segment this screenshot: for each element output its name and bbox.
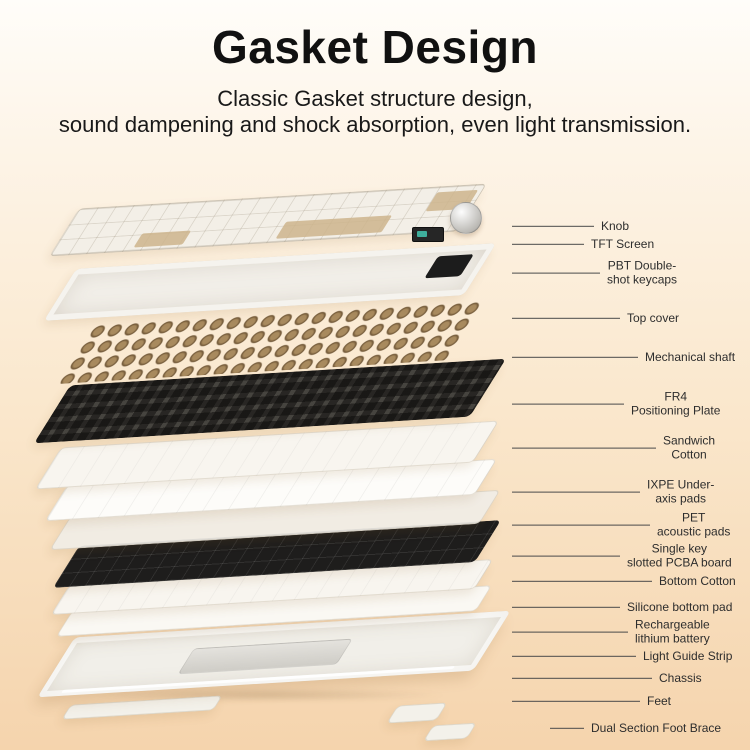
- layer-keycaps: [49, 183, 487, 257]
- callout-label: Feet: [647, 693, 672, 708]
- callout-label: Sandwich Cotton: [663, 433, 716, 462]
- callout-label: IXPE Under- axis pads: [647, 477, 715, 506]
- callout-label: Mechanical shaft: [645, 349, 736, 364]
- knob-illustration: [450, 202, 482, 234]
- callout-label: PET acoustic pads: [657, 510, 731, 539]
- callout-label: Bottom Cotton: [659, 573, 736, 588]
- callout-label: Knob: [601, 218, 630, 233]
- callout-chassis: Chassis: [512, 671, 702, 685]
- tft-pixel: [417, 231, 427, 237]
- callout-line: [512, 243, 584, 245]
- callout-fr4-plate: FR4 Positioning Plate: [512, 390, 720, 419]
- callout-label: Light Guide Strip: [643, 648, 733, 663]
- callout-line: [512, 317, 620, 319]
- callout-pbt-keycaps: PBT Double- shot keycaps: [512, 259, 677, 288]
- callout-line: [512, 356, 638, 358]
- callout-sandwich-cotton: Sandwich Cotton: [512, 434, 715, 463]
- callout-line: [512, 524, 650, 526]
- callout-mechanical-shaft: Mechanical shaft: [512, 350, 735, 364]
- callout-line: [512, 655, 636, 657]
- foot-piece: [386, 702, 448, 724]
- black-keycap: [424, 254, 474, 279]
- callout-top-cover: Top cover: [512, 311, 679, 325]
- callout-silicone-pad: Silicone bottom pad: [512, 600, 732, 614]
- callout-knob: Knob: [512, 219, 629, 233]
- callout-ixpe-pads: IXPE Under- axis pads: [512, 478, 714, 507]
- callout-line: [512, 700, 640, 702]
- callout-light-guide-strip: Light Guide Strip: [512, 649, 732, 663]
- callout-line: [512, 606, 620, 608]
- callout-line: [512, 631, 628, 633]
- callout-line: [512, 677, 652, 679]
- callout-line: [512, 403, 624, 405]
- tan-keycap-patch: [275, 214, 393, 239]
- callout-line: [512, 580, 652, 582]
- callout-label: PBT Double- shot keycaps: [607, 258, 678, 287]
- callout-label: Top cover: [627, 310, 680, 325]
- callout-line: [512, 272, 600, 274]
- subtitle-line-2: sound dampening and shock absorption, ev…: [58, 112, 692, 138]
- tft-screen-illustration: [412, 227, 444, 242]
- foot-piece: [423, 722, 477, 742]
- callout-pet-pads: PET acoustic pads: [512, 511, 730, 540]
- callout-line: [512, 555, 620, 557]
- callout-tft-screen: TFT Screen: [512, 237, 654, 251]
- subtitle-line-1: Classic Gasket structure design,: [217, 86, 533, 111]
- callout-label: FR4 Positioning Plate: [631, 389, 721, 418]
- callout-label: TFT Screen: [591, 236, 655, 251]
- battery-illustration: [177, 638, 353, 675]
- callout-pcba-board: Single key slotted PCBA board: [512, 542, 732, 571]
- callout-label: Single key slotted PCBA board: [627, 541, 732, 570]
- tan-keycap-patch: [133, 230, 192, 248]
- callout-foot-brace: Dual Section Foot Brace: [550, 721, 721, 735]
- callout-line: [512, 491, 640, 493]
- page-title: Gasket Design: [211, 21, 539, 73]
- callout-bottom-cotton: Bottom Cotton: [512, 574, 736, 588]
- callout-label: Rechargeable lithium battery: [635, 617, 710, 646]
- callout-label: Chassis: [659, 670, 702, 685]
- subtitle: Classic Gasket structure design, sound d…: [0, 86, 750, 139]
- callout-line: [512, 447, 656, 449]
- callout-line: [512, 225, 594, 227]
- callout-line: [550, 727, 584, 729]
- callout-label: Silicone bottom pad: [627, 599, 733, 614]
- callout-feet: Feet: [512, 694, 671, 708]
- callout-battery: Rechargeable lithium battery: [512, 618, 710, 647]
- callout-label: Dual Section Foot Brace: [591, 720, 722, 735]
